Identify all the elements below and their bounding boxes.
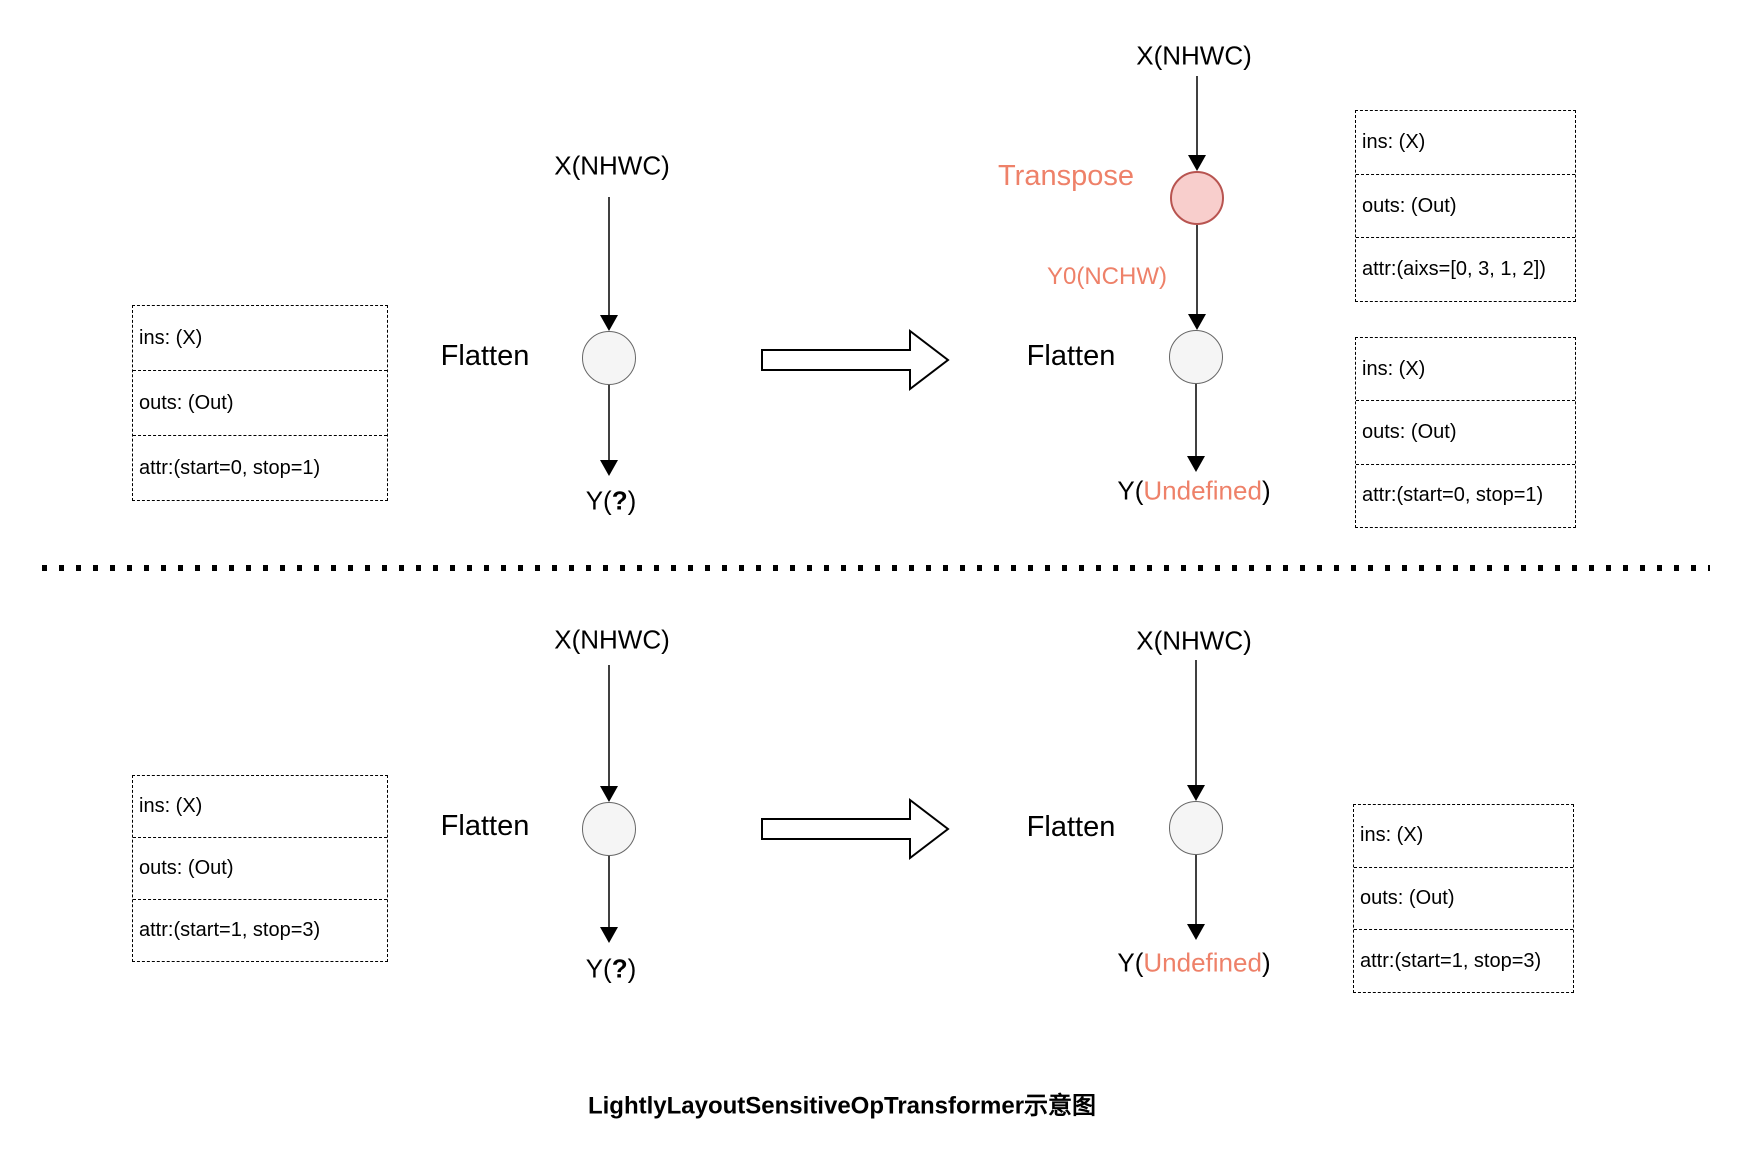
attr-attr: attr:(aixs=[0, 3, 1, 2]) [1362,258,1546,281]
output-value: ? [611,953,628,984]
input-label-top-after: X(NHWC) [1136,40,1252,71]
flatten-node-top-before [582,331,636,385]
attr-attr: attr:(start=1, stop=3) [1360,949,1542,972]
flatten-node-bottom-before [582,802,636,856]
node-label-flatten-top-after: Flatten [1026,340,1116,373]
node-label-transpose: Transpose [998,160,1134,193]
arrowhead [600,460,618,476]
section-divider [42,565,1710,571]
arrowhead [600,315,618,331]
transform-arrow-top [761,328,950,392]
output-suffix: ) [1261,475,1271,506]
output-label-top-after: Y(Undefined) [1117,475,1271,506]
transform-arrow-bottom [761,797,950,861]
arrowhead [1187,785,1205,801]
input-label-top-before: X(NHWC) [554,150,670,181]
node-label-flatten-bottom-before: Flatten [440,810,530,843]
output-value: ? [611,485,628,516]
node-label-flatten-bottom-after: Flatten [1026,811,1116,844]
output-prefix: Y( [585,485,612,516]
transpose-node [1170,171,1224,225]
arrowhead [600,927,618,943]
output-value: Undefined [1143,475,1262,506]
input-label-bottom-after: X(NHWC) [1136,625,1252,656]
attr-outs: outs: (Out) [1354,868,1573,931]
output-suffix: ) [627,953,637,984]
output-prefix: Y( [1117,947,1144,978]
output-value: Undefined [1143,947,1262,978]
output-prefix: Y( [1117,475,1144,506]
attr-outs: outs: (Out) [133,838,387,900]
attr-ins: ins: (X) [1354,805,1573,868]
arrowhead [1187,924,1205,940]
flatten-node-bottom-after [1169,801,1223,855]
attr-outs: outs: (Out) [1356,175,1575,239]
attr-box-top-before: ins: (X) outs: (Out) attr:(start=0, stop… [132,305,388,501]
attr-box-flatten-bottom-after: ins: (X) outs: (Out) attr:(start=1, stop… [1353,804,1574,993]
input-label-bottom-before: X(NHWC) [554,624,670,655]
attr-box-flatten-top-after: ins: (X) outs: (Out) attr:(start=0, stop… [1355,337,1576,528]
attr-outs: outs: (Out) [133,371,387,436]
flatten-node-top-after [1169,330,1223,384]
intermediate-label: Y0(NCHW) [1047,262,1167,290]
arrowhead [600,786,618,802]
attr-ins: ins: (X) [1356,338,1575,402]
arrowhead [1188,314,1206,330]
attr-outs: outs: (Out) [1356,401,1575,465]
attr-attr: attr:(start=0, stop=1) [1362,484,1544,507]
attr-ins: ins: (X) [1356,111,1575,175]
output-label-top-before: Y(?) [585,485,637,516]
output-label-bottom-before: Y(?) [585,953,637,984]
arrowhead [1187,456,1205,472]
diagram-caption: LightlyLayoutSensitiveOpTransformer示意图 [587,1092,1097,1120]
attr-attr: attr:(start=0, stop=1) [139,456,321,479]
attr-ins: ins: (X) [133,306,387,371]
attr-box-bottom-before: ins: (X) outs: (Out) attr:(start=1, stop… [132,775,388,962]
attr-box-transpose: ins: (X) outs: (Out) attr:(aixs=[0, 3, 1… [1355,110,1576,302]
attr-attr: attr:(start=1, stop=3) [139,919,321,941]
node-label-flatten-top-before: Flatten [440,340,530,373]
output-prefix: Y( [585,953,612,984]
output-label-bottom-after: Y(Undefined) [1117,947,1271,978]
attr-ins: ins: (X) [133,776,387,838]
output-suffix: ) [627,485,637,516]
arrowhead [1188,155,1206,171]
output-suffix: ) [1261,947,1271,978]
